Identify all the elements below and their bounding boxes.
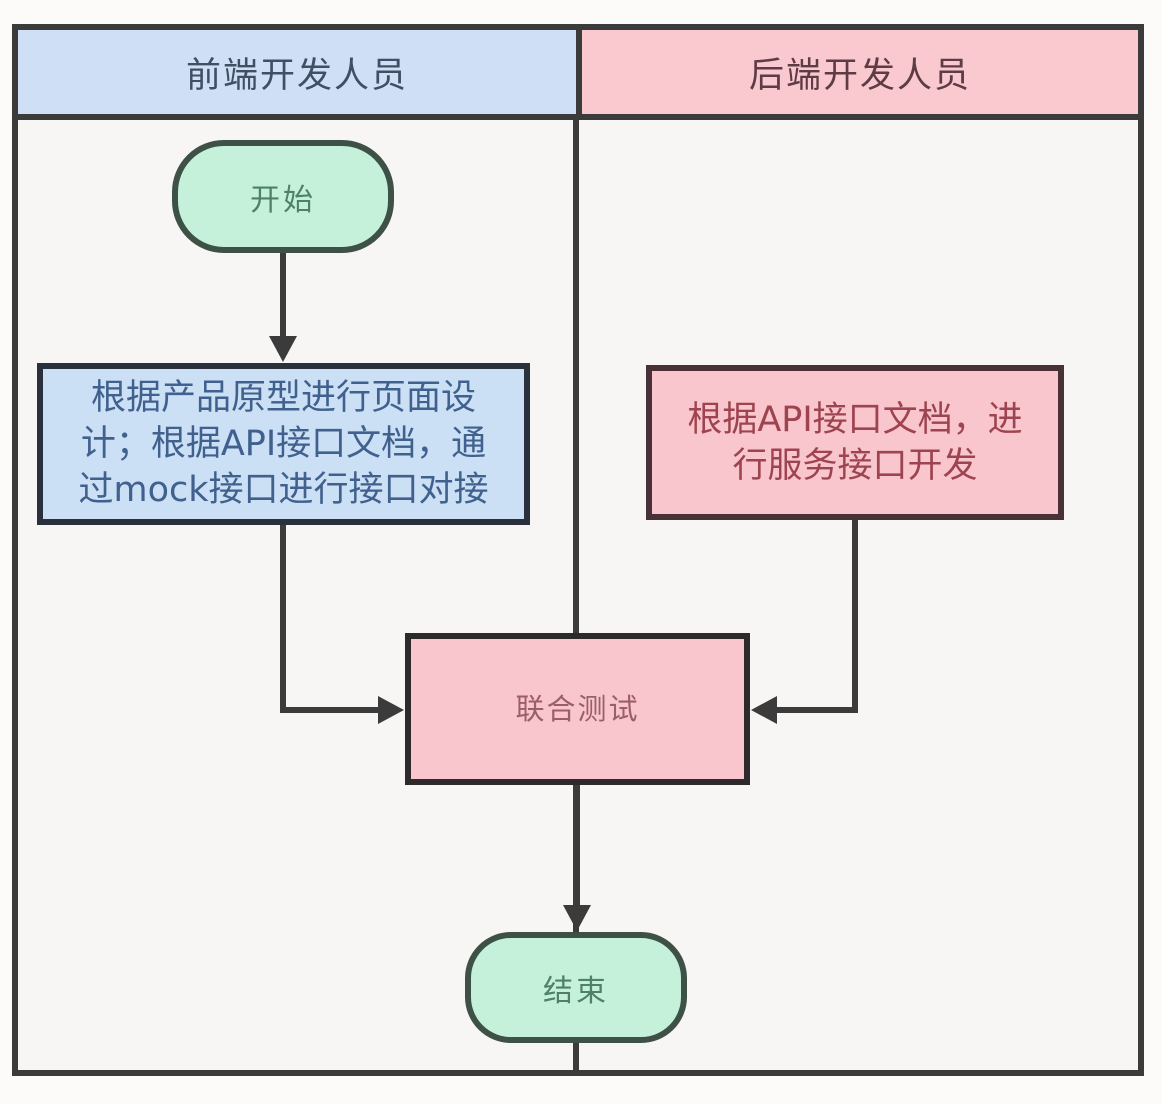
node-backend-task-label: 根据API接口文档，进 行服务接口开发 (687, 399, 1023, 486)
node-frontend-task-label: 根据产品原型进行页面设 计；根据API接口文档，通 过mock接口进行接口对接 (78, 378, 489, 510)
lane-divider (573, 114, 579, 1071)
node-end-label: 结束 (543, 973, 609, 1009)
lane-header-row: 前端开发人员 后端开发人员 (18, 30, 1138, 120)
lane-header-backend: 后端开发人员 (582, 30, 1138, 114)
node-backend-task: 根据API接口文档，进 行服务接口开发 (646, 365, 1064, 520)
node-frontend-task: 根据产品原型进行页面设 计；根据API接口文档，通 过mock接口进行接口对接 (37, 363, 530, 525)
lane-header-frontend: 前端开发人员 (18, 30, 582, 114)
node-start: 开始 (172, 140, 394, 253)
lane-header-frontend-label: 前端开发人员 (185, 55, 408, 96)
node-joint-test: 联合测试 (405, 633, 750, 785)
node-start-label: 开始 (250, 182, 316, 218)
lane-header-backend-label: 后端开发人员 (748, 55, 971, 96)
node-joint-test-label: 联合测试 (515, 692, 640, 726)
node-end: 结束 (465, 932, 687, 1043)
